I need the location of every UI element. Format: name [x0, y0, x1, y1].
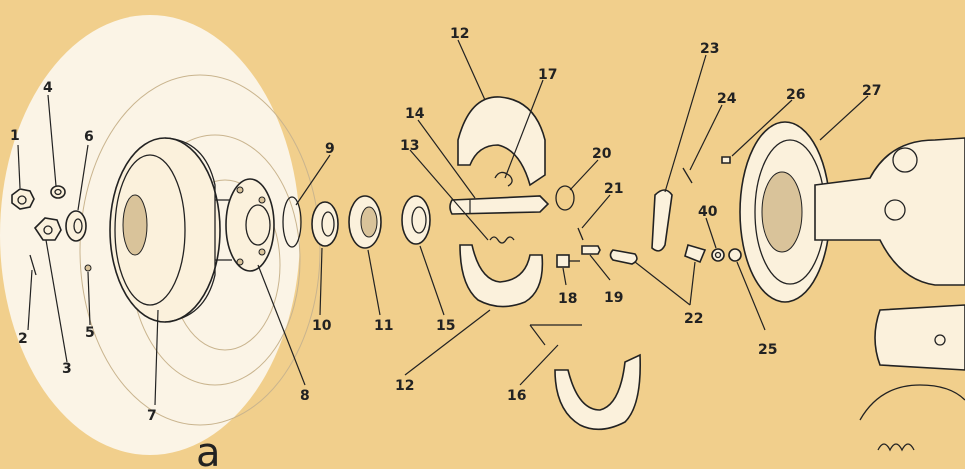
- brake-drum: [109, 137, 232, 323]
- part-label: 21: [604, 181, 623, 197]
- part-label: 18: [558, 291, 577, 307]
- small-parts-left: [11, 185, 92, 276]
- part-label: 40: [698, 204, 718, 220]
- part-label: 12: [395, 378, 414, 394]
- small-parts-right: [684, 244, 742, 264]
- leader-lines: [17, 39, 869, 406]
- part-label: 13: [400, 138, 419, 154]
- part-label: 19: [604, 290, 623, 306]
- backplate: [739, 121, 831, 303]
- part-label: 10: [312, 318, 332, 334]
- part-label: 20: [592, 146, 612, 162]
- part-label: 14: [405, 106, 425, 122]
- ring-20: [555, 185, 575, 211]
- part-labels: 1 2 3 4 5 6 7 8 9 10 11 12 12 13 14 15 1…: [10, 26, 881, 424]
- part-label: 15: [436, 318, 455, 334]
- part-label: 25: [758, 342, 777, 358]
- bearing-10: [311, 201, 339, 247]
- part-label: 22: [684, 311, 703, 327]
- figure-letter: a: [196, 430, 221, 469]
- disc-ring-1: [79, 74, 321, 426]
- part-label: 7: [147, 408, 157, 424]
- part-label: 9: [325, 141, 335, 157]
- brake-shoe-upper: [457, 96, 546, 187]
- axle-housing: [814, 137, 965, 452]
- brake-shoe-spare: [554, 353, 642, 431]
- part-label: 11: [374, 318, 393, 334]
- seal-11: [348, 195, 382, 249]
- circlip: [282, 196, 302, 248]
- brake-lever: [651, 189, 673, 252]
- part-label: 12: [450, 26, 469, 42]
- part-label: 1: [10, 128, 20, 144]
- cam-shaft: [449, 195, 550, 215]
- part-label: 3: [62, 361, 72, 377]
- part-label: 24: [717, 91, 737, 107]
- part-label: 2: [18, 331, 28, 347]
- brake-shoe-lower: [459, 244, 544, 308]
- return-spring: [489, 236, 515, 244]
- part-label: 5: [85, 325, 95, 341]
- part-label: 26: [786, 87, 805, 103]
- part-label: 6: [84, 129, 94, 145]
- hub-flange: [225, 178, 275, 272]
- screw-26: [721, 156, 731, 164]
- part-label: 17: [538, 67, 557, 83]
- part-label: 16: [507, 388, 526, 404]
- split-pin: [682, 167, 693, 184]
- part-label: 27: [862, 83, 881, 99]
- part-label: 8: [300, 388, 310, 404]
- small-parts-middle: [556, 227, 638, 268]
- bearing-15: [401, 195, 431, 245]
- spring-clip: [494, 171, 513, 187]
- part-label: 4: [43, 80, 53, 96]
- part-label: 23: [700, 41, 719, 57]
